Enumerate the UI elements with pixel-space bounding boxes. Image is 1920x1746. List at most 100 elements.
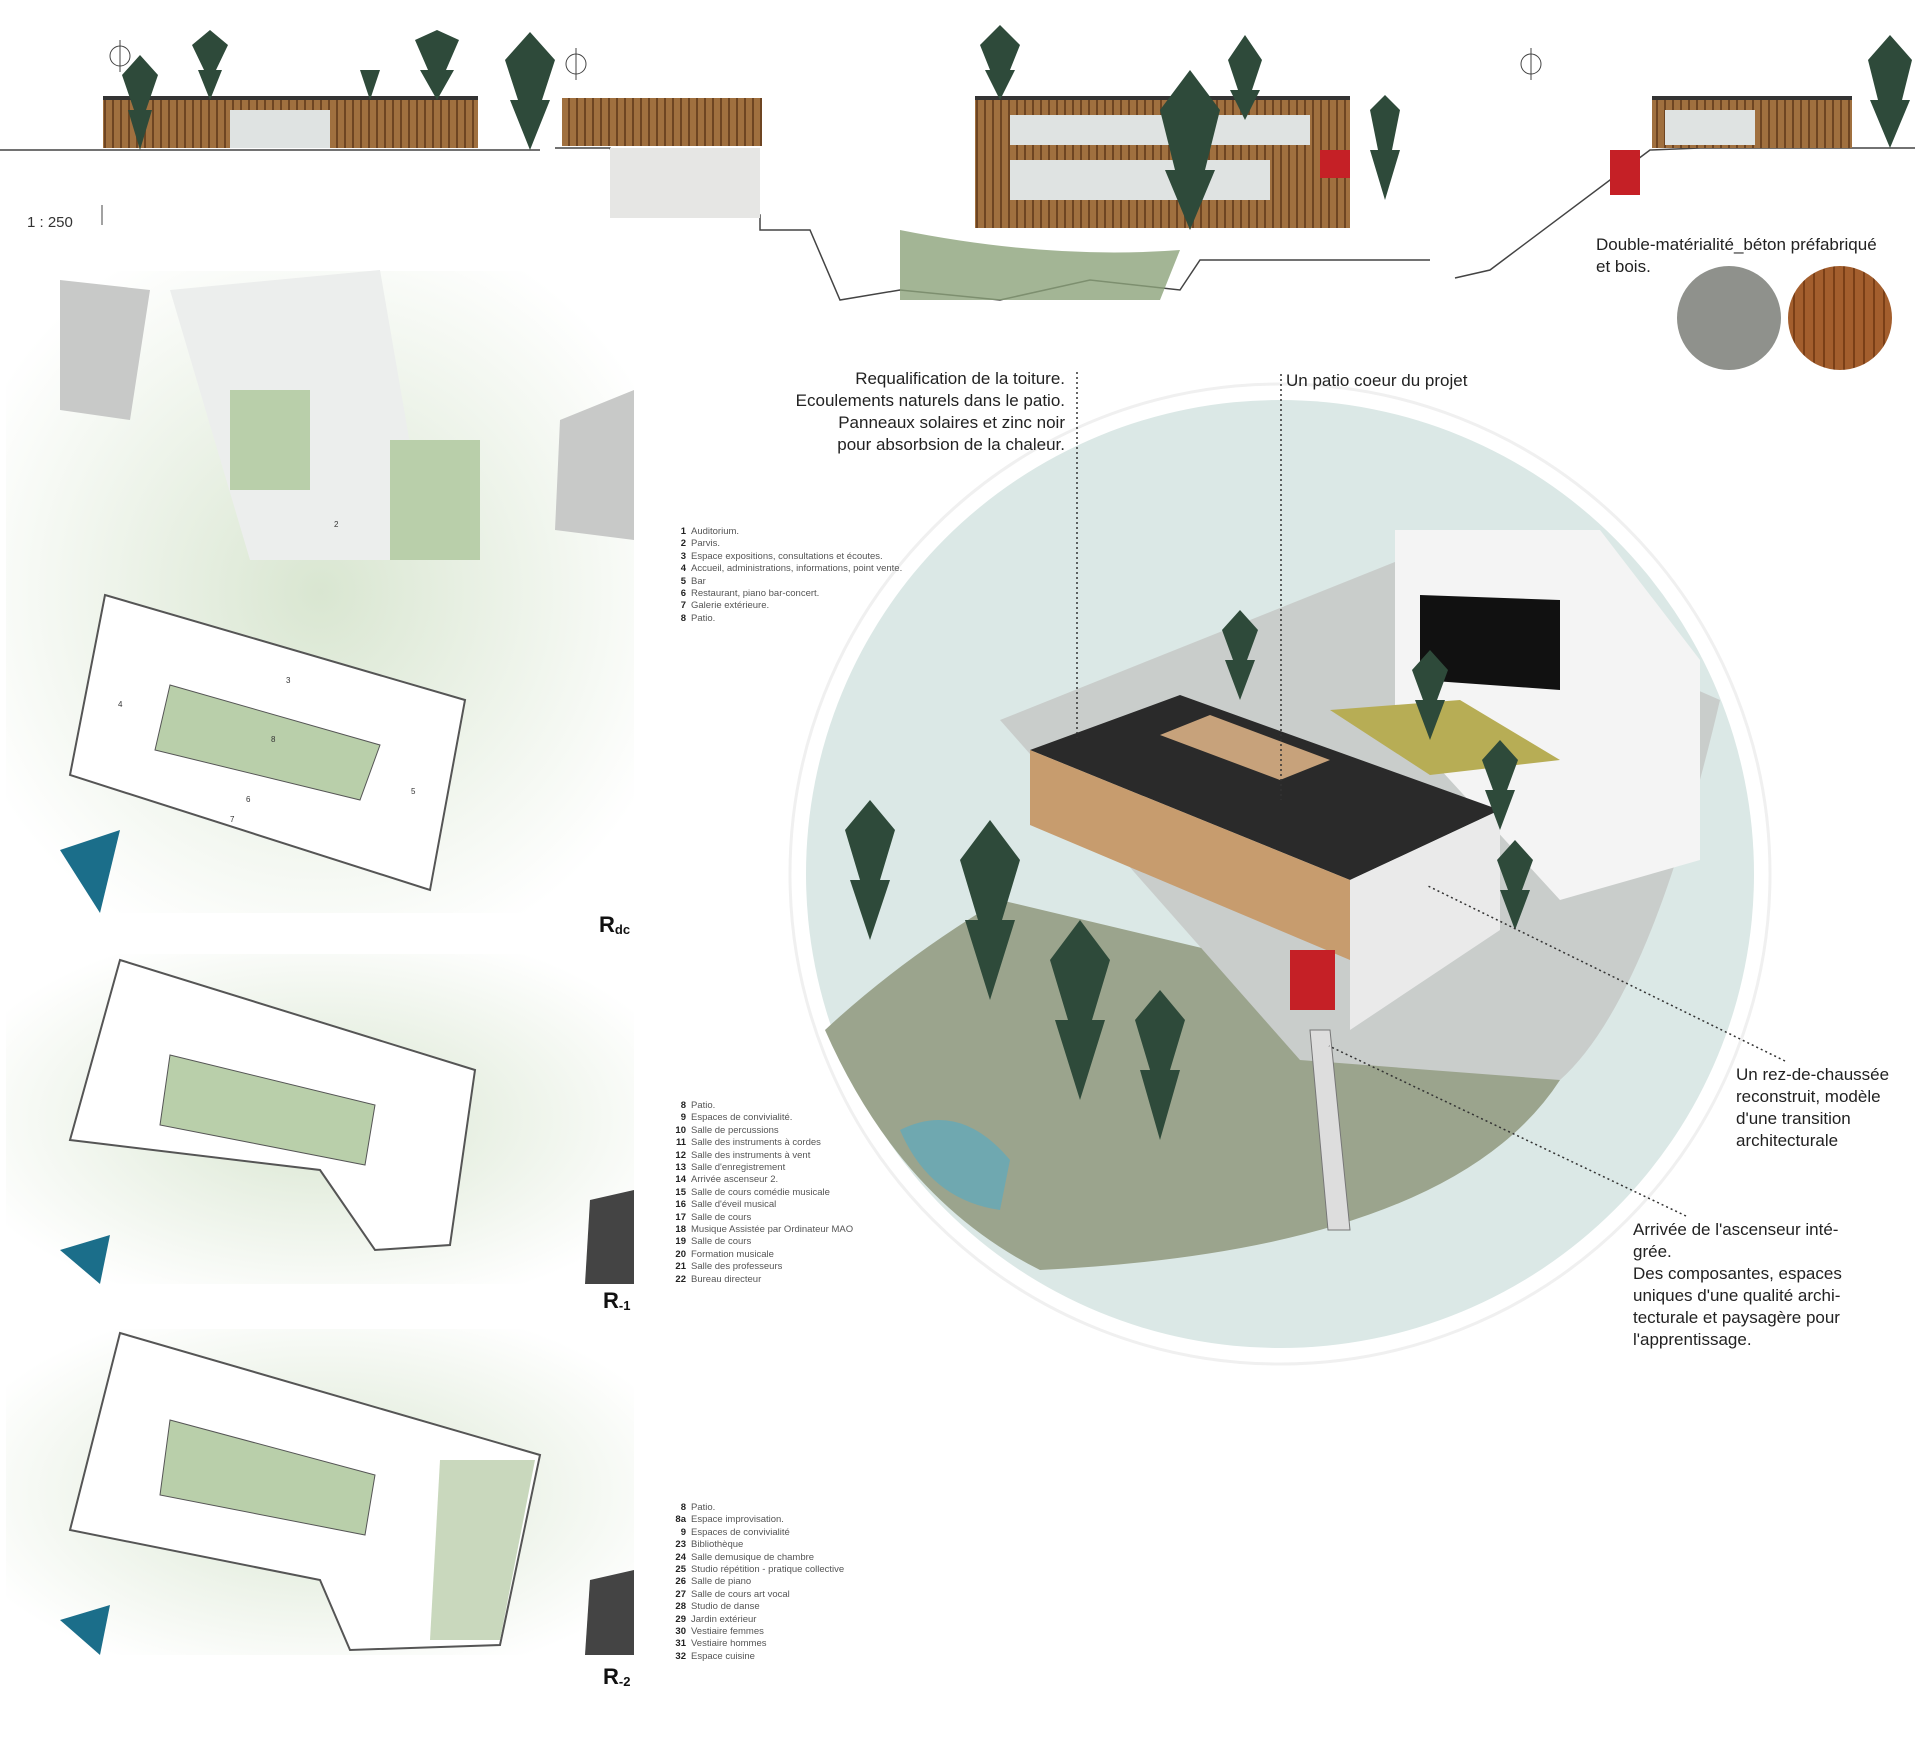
axonometric-view	[788, 382, 1772, 1366]
legend-number: 9	[680, 1526, 686, 1538]
plan-label-6: 6	[246, 795, 251, 804]
level-label-r1: R-1	[603, 1288, 631, 1313]
legend-text: Accueil, administrations, informations, …	[691, 563, 903, 575]
plan-label-3: 3	[286, 676, 291, 685]
legend-text: Galerie extérieure.	[691, 600, 770, 612]
annotation-elevator: Arrivée de l'ascenseur inté-grée.Des com…	[1633, 1220, 1842, 1349]
legend-number: 23	[675, 1539, 686, 1551]
legend-text: Salle de cours	[691, 1236, 752, 1248]
legend-item: 19 Salle de cours	[670, 1236, 853, 1248]
legend-text: Jardin extérieur	[691, 1613, 757, 1625]
legend-number: 24	[675, 1551, 686, 1563]
legend-number: 8	[680, 1502, 686, 1513]
legend-number: 8a	[675, 1514, 686, 1526]
leader-lines	[1076, 372, 1786, 1217]
elevation-section-1	[0, 96, 540, 151]
legend-number: 6	[680, 588, 686, 600]
plan-r2	[6, 1329, 634, 1655]
plan-label-5: 5	[411, 787, 416, 796]
legend-text: Formation musicale	[691, 1248, 774, 1260]
legend-item: 26 Salle de piano	[670, 1576, 844, 1588]
legend-item: 17 Salle de cours	[670, 1212, 853, 1224]
legend-number: 1	[680, 526, 686, 537]
legend-item: 32 Espace cuisine	[670, 1651, 844, 1663]
concrete-swatch	[1677, 266, 1781, 370]
legend-number: 4	[680, 563, 686, 575]
legend-item: 29 Jardin extérieur	[670, 1614, 844, 1626]
legend-number: 16	[675, 1199, 686, 1211]
legend-text: Salle de cours comédie musicale	[691, 1186, 830, 1198]
legend-number: 18	[675, 1224, 686, 1236]
legend-text: Auditorium.	[691, 526, 740, 537]
legend-number: 22	[675, 1273, 686, 1285]
legend-item: 15 Salle de cours comédie musicale	[670, 1187, 853, 1199]
legend-item: 13 Salle d'enregistrement	[670, 1162, 853, 1174]
legend-number: 19	[675, 1236, 686, 1248]
legend-number: 21	[675, 1261, 686, 1273]
legend-item: 8 Patio.	[670, 1502, 844, 1514]
legend-number: 13	[675, 1162, 686, 1174]
legend-number: 3	[680, 550, 686, 562]
legend-text: Bibliothèque	[691, 1539, 744, 1551]
legend-text: Espace improvisation.	[691, 1514, 784, 1526]
elevation-section-3	[1454, 96, 1915, 279]
legend-text: Parvis.	[691, 538, 721, 550]
plan-label-7: 7	[230, 815, 235, 824]
legend-text: Salle d'éveil musical	[691, 1199, 777, 1211]
legend-text: Bar	[691, 575, 706, 587]
legend-number: 29	[675, 1613, 686, 1625]
legend-item: 24 Salle demusique de chambre	[670, 1552, 844, 1564]
legend-item: 1 Auditorium.	[670, 526, 902, 538]
legend-text: Musique Assistée par Ordinateur MAO	[691, 1224, 854, 1236]
legend-text: Espace cuisine	[691, 1650, 755, 1662]
legend-text: Patio.	[691, 1502, 716, 1513]
legend-text: Patio.	[691, 1100, 716, 1111]
legend-text: Arrivée ascenseur 2.	[691, 1174, 779, 1186]
plan-rdc	[6, 270, 634, 913]
legend-text: Salle de cours art vocal	[691, 1588, 790, 1600]
legend-number: 15	[675, 1186, 686, 1198]
legend-text: Salle de piano	[691, 1576, 752, 1588]
wood-swatch	[1788, 266, 1892, 370]
legend-number: 32	[675, 1650, 686, 1662]
legend-text: Restaurant, piano bar-concert.	[691, 588, 820, 600]
legend-number: 26	[675, 1576, 686, 1588]
legend-text: Salle de percussions	[691, 1124, 779, 1136]
legend-number: 12	[675, 1149, 686, 1161]
legend-number: 20	[675, 1248, 686, 1260]
level-label-r2: R-2	[603, 1664, 631, 1689]
legend-text: Salle de cours	[691, 1211, 752, 1223]
legend-text: Salle des professeurs	[691, 1261, 783, 1273]
annotation-roof: Requalification de la toiture.Ecoulement…	[795, 369, 1065, 454]
legend-text: Vestiaire hommes	[691, 1638, 767, 1650]
scale-label: 1 : 250	[27, 214, 73, 231]
annotation-patio: Un patio coeur du projet	[1286, 371, 1468, 390]
legend-item: 20 Formation musicale	[670, 1249, 853, 1261]
legend-number: 30	[675, 1626, 686, 1638]
legend-text: Salle d'enregistrement	[691, 1162, 786, 1174]
north-arrows	[101, 40, 1542, 225]
legend-number: 28	[675, 1601, 686, 1613]
legend-text: Studio répétition - pratique collective	[691, 1564, 845, 1576]
legend-item: 16 Salle d'éveil musical	[670, 1199, 853, 1211]
legend-item: 8a Espace improvisation.	[670, 1514, 844, 1526]
trees	[122, 25, 1912, 230]
legend-number: 17	[675, 1211, 686, 1223]
legend-text: Salle demusique de chambre	[691, 1551, 815, 1563]
plan-r1	[6, 954, 634, 1284]
